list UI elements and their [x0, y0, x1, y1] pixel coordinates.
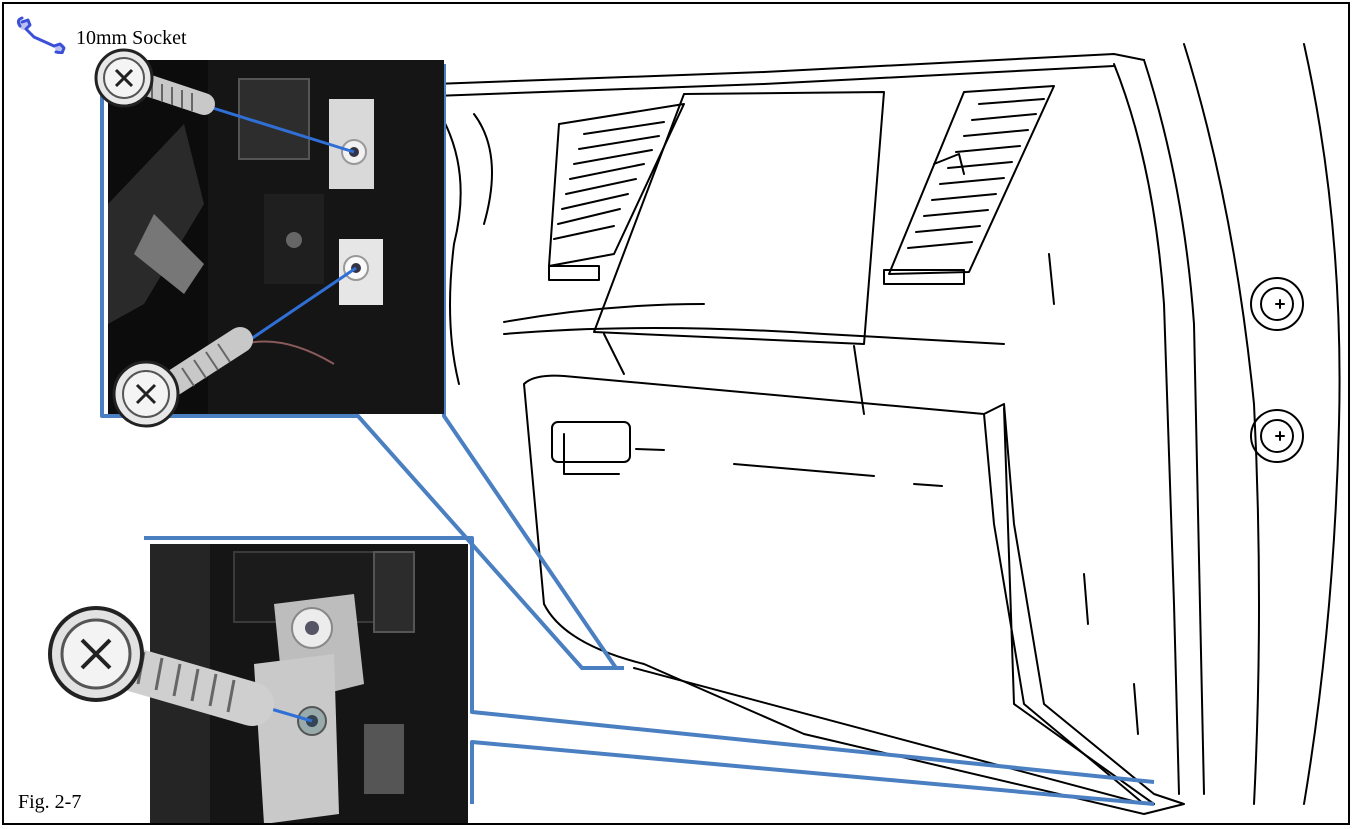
dashboard-diagram: [48, 43, 1341, 823]
bolt-bottom: [112, 327, 253, 428]
side-fasteners: [1250, 277, 1304, 463]
figure-label: Fig. 2-7: [18, 791, 82, 813]
tool-label: 10mm Socket: [76, 27, 187, 49]
left-air-vent: [548, 103, 685, 281]
callout-lines: [100, 64, 1155, 806]
dashboard-line-art: [433, 43, 1341, 815]
wrench-icon: [16, 16, 66, 54]
glove-box: [523, 374, 1185, 815]
inset-photo-top: [94, 48, 444, 428]
bolt-top: [94, 48, 215, 115]
bolt-large: [48, 606, 274, 726]
right-air-vent: [883, 85, 1055, 285]
inset-photo-bottom: [48, 544, 468, 823]
